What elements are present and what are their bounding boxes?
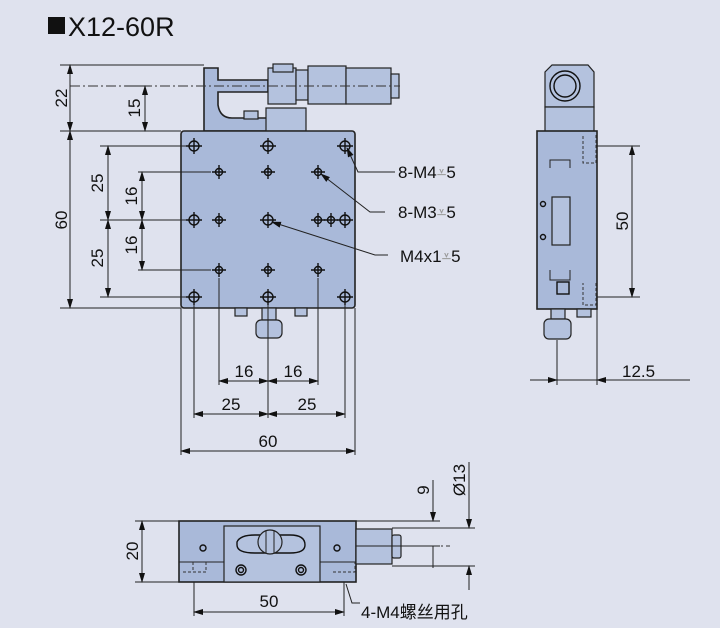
dim-16-left: 16 (235, 362, 254, 381)
title-square-icon (48, 17, 65, 34)
dim-16-right: 16 (284, 362, 303, 381)
dim-25-right: 25 (298, 395, 317, 414)
dim-15: 15 (125, 99, 144, 118)
top-view: 22 15 60 25 25 16 16 16 16 25 25 60 8-M4… (52, 63, 461, 455)
dim-50-side: 50 (613, 212, 632, 231)
callout-m4: 8-M4⩡5 (398, 163, 456, 182)
dim-25-left: 25 (222, 395, 241, 414)
callout-m3: 8-M3⩡5 (398, 203, 456, 222)
callout-m4x1: M4x1⩡5 (400, 247, 461, 266)
micrometer-bracket (203, 67, 301, 132)
callout-mounting-holes: 4-M4螺丝用孔 (361, 603, 468, 622)
dim-12-5: 12.5 (622, 362, 655, 381)
dim-16-upper: 16 (122, 187, 141, 206)
dim-diameter-13: Ø13 (450, 464, 469, 496)
dim-9: 9 (414, 485, 433, 494)
front-view: 20 50 9 Ø13 4-M4螺丝用孔 (123, 462, 475, 622)
dim-25-top: 25 (88, 174, 107, 193)
dim-16-lower: 16 (122, 236, 141, 255)
dim-60-width: 60 (259, 432, 278, 451)
dim-22: 22 (52, 89, 71, 108)
dim-25-bottom: 25 (88, 249, 107, 268)
model-title: X12-60R (68, 12, 175, 42)
side-view: 50 12.5 (530, 64, 690, 385)
dim-50-front: 50 (260, 592, 279, 611)
adjust-knob (255, 319, 283, 339)
dim-60-height: 60 (52, 211, 71, 230)
dim-20: 20 (123, 542, 142, 561)
